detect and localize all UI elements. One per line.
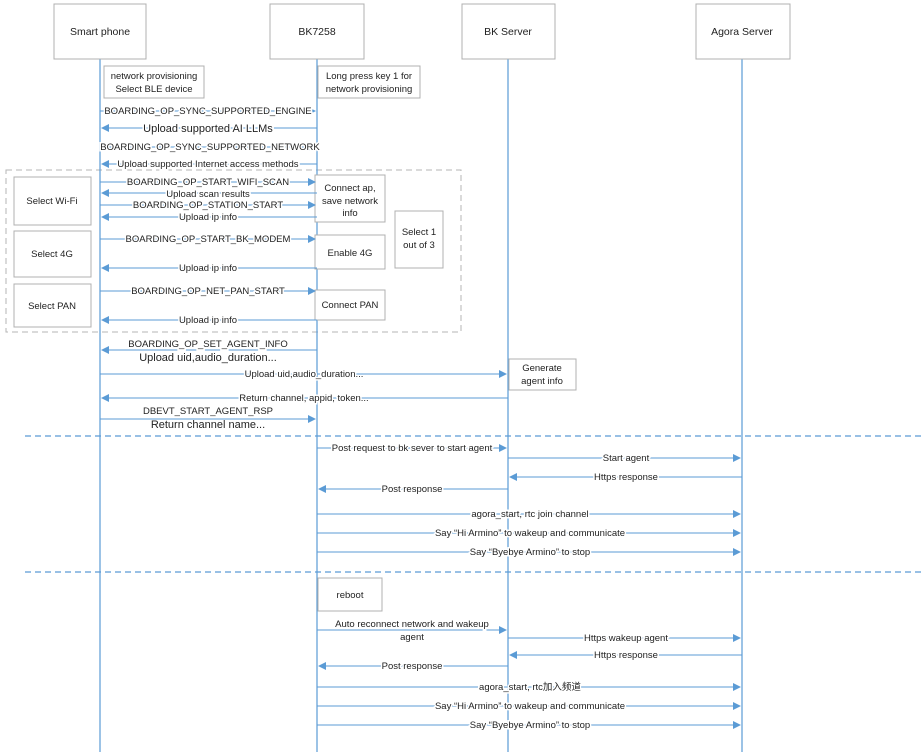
svg-text:reboot: reboot xyxy=(337,590,364,601)
message-label: Return channel, appid, token... xyxy=(239,393,368,404)
participant-smart-phone: Smart phone xyxy=(53,3,147,60)
message-label: BOARDING_OP_SYNC_SUPPORTED_NETWORK xyxy=(100,142,320,153)
message-label: Https response xyxy=(594,472,658,483)
message-label: agora_start, rtc join channel xyxy=(471,509,588,520)
svg-text:Select 1: Select 1 xyxy=(402,227,436,238)
svg-text:Select Wi-Fi: Select Wi-Fi xyxy=(26,196,77,207)
svg-text:Connect ap,: Connect ap, xyxy=(324,183,375,194)
network-selection-group xyxy=(5,169,462,333)
note-select-wifi: Select Wi-Fi xyxy=(13,176,92,226)
message-label: Upload uid,audio_duration... xyxy=(139,352,277,364)
message-label: Upload uid,audio_duration... xyxy=(245,369,364,380)
participant-bk7258: BK7258 xyxy=(269,3,365,60)
participant-agora-server: Agora Server xyxy=(695,3,791,60)
message-label: Post response xyxy=(382,661,443,672)
note-select-4g: Select 4G xyxy=(13,230,92,278)
svg-text:Select PAN: Select PAN xyxy=(28,301,76,312)
message-label: Say “Hi Armino” to wakeup and communicat… xyxy=(435,701,625,712)
message-label: BOARDING_OP_START_BK_MODEM xyxy=(126,234,291,245)
message-label: agent xyxy=(400,632,424,643)
note-enable-4g: Enable 4G xyxy=(314,234,386,270)
svg-text:Enable 4G: Enable 4G xyxy=(328,248,373,259)
message-label: Say “Byebye Armino” to stop xyxy=(470,720,590,731)
participant-bk-server: BK Server xyxy=(461,3,556,60)
participant-label: BK Server xyxy=(484,26,532,38)
svg-text:Select 4G: Select 4G xyxy=(31,249,73,260)
svg-text:out of 3: out of 3 xyxy=(403,240,435,251)
note-connect-ap: Connect ap, save network info xyxy=(314,174,386,223)
message-label: Post response xyxy=(382,484,443,495)
note-ble-provisioning: network provisioning Select BLE device xyxy=(103,65,205,99)
message-label: Upload supported AI LLMs xyxy=(143,123,273,135)
note-select-1-of-3: Select 1 out of 3 xyxy=(394,210,444,269)
message-label: Post request to bk sever to start agent xyxy=(332,443,493,454)
message-label: Upload ip info xyxy=(179,315,237,326)
note-reboot: reboot xyxy=(317,577,383,612)
message-label: Auto reconnect network and wakeup xyxy=(335,619,489,630)
note-select-pan: Select PAN xyxy=(13,283,92,328)
note-connect-pan: Connect PAN xyxy=(314,289,386,321)
message-label: BOARDING_OP_STATION_START xyxy=(133,200,283,211)
svg-text:agent info: agent info xyxy=(521,376,563,387)
message-label: BOARDING_OP_START_WIFI_SCAN xyxy=(127,177,289,188)
svg-text:info: info xyxy=(342,208,357,219)
message-label: Upload ip info xyxy=(179,263,237,274)
message-label: DBEVT_START_AGENT_RSP xyxy=(143,406,273,417)
participant-label: Agora Server xyxy=(711,26,773,38)
note-generate-agent-info: Generate agent info xyxy=(508,358,577,391)
message-label: Say “Hi Armino” to wakeup and communicat… xyxy=(435,528,625,539)
participant-label: Smart phone xyxy=(70,26,130,38)
message-label: Upload supported Internet access methods xyxy=(117,159,298,170)
participant-label: BK7258 xyxy=(298,26,336,38)
svg-text:network provisioning: network provisioning xyxy=(111,71,198,82)
message-label: BOARDING_OP_NET_PAN_START xyxy=(131,286,285,297)
svg-text:Select BLE device: Select BLE device xyxy=(115,84,192,95)
svg-text:Connect PAN: Connect PAN xyxy=(322,300,379,311)
svg-text:network provisioning: network provisioning xyxy=(326,84,413,95)
message-label: Say “Byebye Armino” to stop xyxy=(470,547,590,558)
message-label: Upload scan results xyxy=(166,189,250,200)
message-label: agora_start, rtc加入频道 xyxy=(479,681,581,693)
message-label: BOARDING_OP_SET_AGENT_INFO xyxy=(128,339,287,350)
note-long-press-key: Long press key 1 for network provisionin… xyxy=(317,65,421,99)
message-label: Upload ip info xyxy=(179,212,237,223)
message-label: Start agent xyxy=(603,453,650,464)
svg-text:Generate: Generate xyxy=(522,363,562,374)
message-label: Return channel name... xyxy=(151,419,265,431)
message-label: Https response xyxy=(594,650,658,661)
svg-text:Long press key 1 for: Long press key 1 for xyxy=(326,71,412,82)
message-label: BOARDING_OP_SYNC_SUPPORTED_ENGINE xyxy=(104,106,311,117)
message-label: Https wakeup agent xyxy=(584,633,668,644)
svg-text:save network: save network xyxy=(322,196,378,207)
